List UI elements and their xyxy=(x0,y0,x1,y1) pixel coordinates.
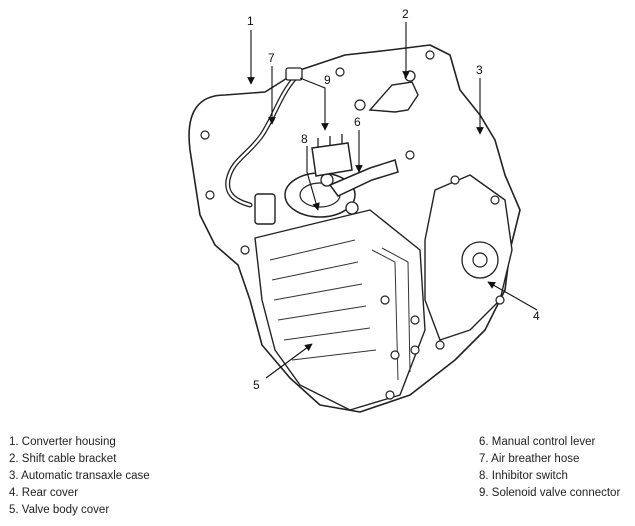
callout-6: 6 xyxy=(354,115,361,129)
legend-item: 6. Manual control lever xyxy=(479,436,596,448)
callout-3: 3 xyxy=(476,63,483,77)
legend-item: 4. Rear cover xyxy=(9,487,79,499)
legend-item: 3. Automatic transaxle case xyxy=(9,470,150,482)
callout-8: 8 xyxy=(301,132,308,146)
legend-right: 6. Manual control lever 7. Air breather … xyxy=(479,434,620,502)
bolts xyxy=(200,50,505,400)
callout-labels: 1 2 3 4 5 6 7 8 9 xyxy=(247,7,540,392)
legend-item: 1. Converter housing xyxy=(9,436,116,448)
transaxle-assembly xyxy=(188,44,521,413)
manual-control-lever-shape xyxy=(328,159,399,197)
cover-ribs xyxy=(269,239,411,381)
legend-item: 7. Air breather hose xyxy=(479,453,580,465)
legend-item: 5. Valve body cover xyxy=(9,504,110,516)
callout-4: 4 xyxy=(533,309,540,323)
solenoid-valve-connector-shape xyxy=(311,142,353,177)
leader-lines xyxy=(247,22,538,379)
callout-7: 7 xyxy=(268,51,275,65)
callout-5: 5 xyxy=(253,378,260,392)
callout-1: 1 xyxy=(247,14,254,28)
legend-left: 1. Converter housing 2. Shift cable brac… xyxy=(9,434,150,519)
legend-item: 2. Shift cable bracket xyxy=(9,453,117,465)
shift-cable-bracket-shape xyxy=(368,81,419,113)
transaxle-diagram: 1 2 3 4 5 6 7 8 9 xyxy=(188,7,540,413)
legend-item: 8. Inhibitor switch xyxy=(479,470,568,482)
legend-item: 9. Solenoid valve connector xyxy=(479,487,621,499)
callout-9: 9 xyxy=(324,73,331,87)
callout-2: 2 xyxy=(402,7,409,21)
